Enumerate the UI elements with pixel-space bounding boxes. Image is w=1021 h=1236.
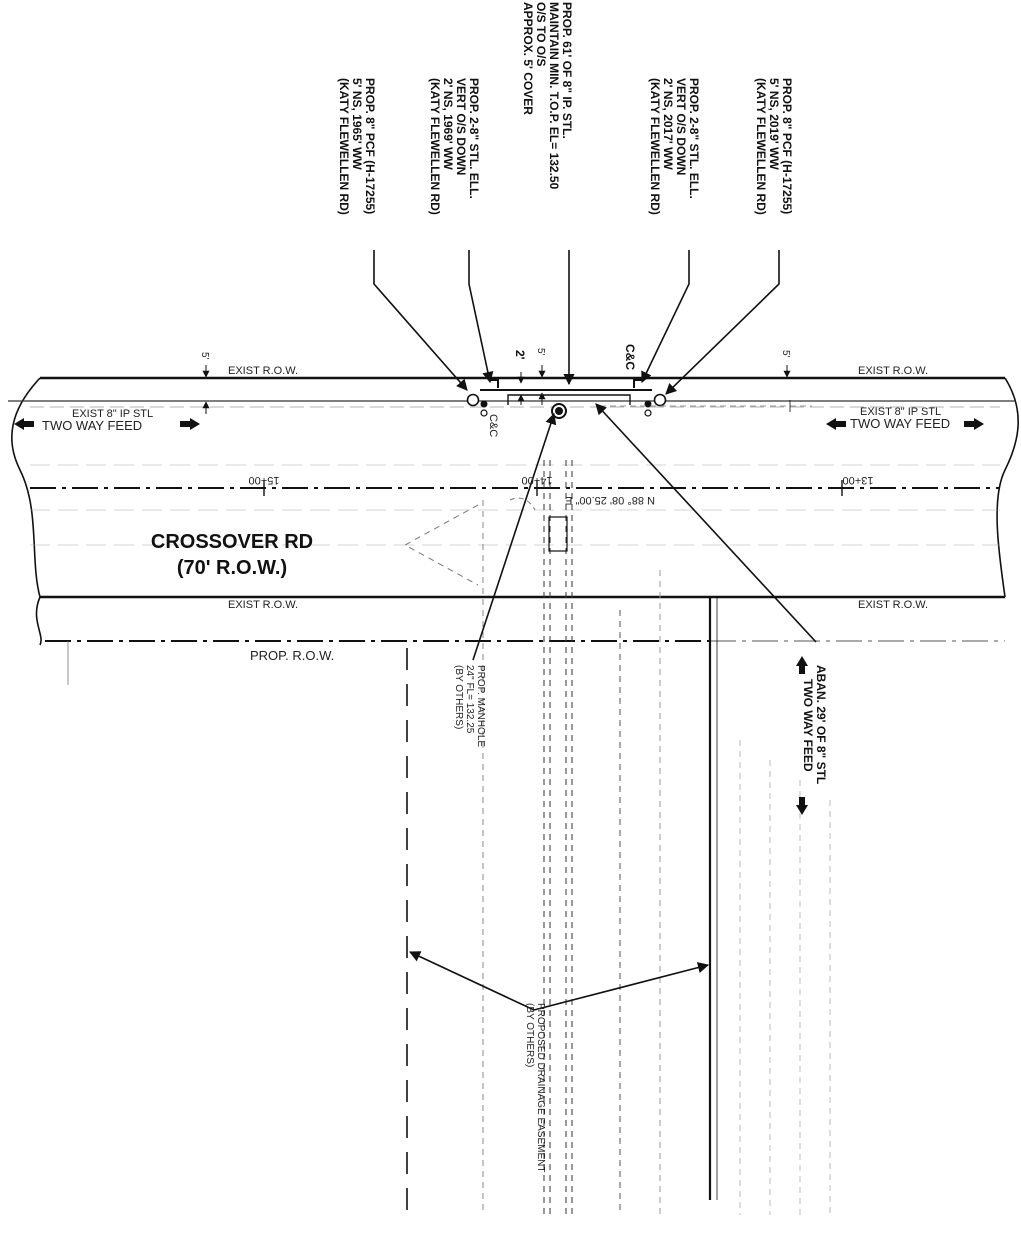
svg-text:(BY OTHERS): (BY OTHERS)	[524, 1003, 535, 1067]
exist-pipe-label-right: EXIST 8" IP STL	[860, 406, 941, 418]
callout-aban: ABAN. 29' OF 8" STL TWO WAY FEED	[801, 665, 828, 784]
leader-lines	[373, 250, 817, 1011]
station-13: 13+00	[843, 474, 874, 486]
valve-left	[480, 400, 488, 408]
arrow-up-icon	[796, 656, 808, 674]
svg-text:(BY OTHERS): (BY OTHERS)	[453, 665, 464, 729]
road-name: CROSSOVER RD	[151, 531, 313, 553]
exist-pipe-label-left: EXIST 8" IP STL	[72, 408, 153, 420]
svg-text:PROP. MANHOLE: PROP. MANHOLE	[475, 665, 486, 747]
svg-text:PROP. 8" PCF (H-17255): PROP. 8" PCF (H-17255)	[363, 78, 377, 214]
callout-ell-right: PROP. 2-8" STL. ELL. VERT O/S DOWN 2' NS…	[648, 78, 701, 215]
svg-text:TWO WAY FEED: TWO WAY FEED	[801, 679, 815, 772]
svg-text:2' NS, 2017' WW: 2' NS, 2017' WW	[661, 78, 675, 170]
break-line-left	[11, 377, 42, 646]
arrow-left-icon	[826, 418, 846, 430]
prop-row-label: PROP. R.O.W.	[250, 648, 334, 663]
cc-label-bottom: C&C	[487, 414, 499, 437]
svg-text:VERT O/S DOWN: VERT O/S DOWN	[674, 78, 688, 175]
dimension-ticks	[202, 365, 791, 414]
arrow-down-icon	[796, 797, 808, 815]
proposed-pipe	[466, 379, 812, 419]
svg-text:5' NS, 1965' WW: 5' NS, 1965' WW	[350, 78, 364, 170]
callout-manhole: PROP. MANHOLE 24" FL= 132.25 (BY OTHERS)	[453, 665, 486, 747]
exist-row-label-sw: EXIST R.O.W.	[228, 599, 298, 611]
pcf-fitting-left	[466, 393, 480, 407]
dim-5-right: 5'	[780, 350, 791, 358]
proposed-row	[45, 597, 1005, 1210]
arrow-left-icon	[14, 418, 34, 430]
svg-text:MAINTAIN MIN. T.O.P. EL= 132.5: MAINTAIN MIN. T.O.P. EL= 132.50	[547, 2, 561, 190]
svg-text:APPROX. 5' COVER: APPROX. 5' COVER	[521, 2, 535, 115]
svg-text:(KATY FLEWELLEN RD): (KATY FLEWELLEN RD)	[428, 78, 442, 215]
svg-text:ABAN. 29' OF 8" STL: ABAN. 29' OF 8" STL	[814, 665, 828, 784]
svg-text:24" FL= 132.25: 24" FL= 132.25	[464, 665, 475, 734]
callout-pcf-left: PROP. 8" PCF (H-17255) 5' NS, 1965' WW (…	[337, 78, 377, 215]
drainage-channel	[403, 460, 831, 1215]
svg-text:PROP. 61' OF 8" IP. STL.: PROP. 61' OF 8" IP. STL.	[560, 2, 574, 139]
svg-text:PROP. 2-8" STL. ELL.: PROP. 2-8" STL. ELL.	[687, 78, 701, 199]
svg-text:(KATY FLEWELLEN RD): (KATY FLEWELLEN RD)	[648, 78, 662, 215]
svg-text:(KATY FLEWELLEN RD): (KATY FLEWELLEN RD)	[337, 78, 351, 215]
bearing-label: N 88° 08' 25.00" E	[565, 494, 655, 506]
valve-right	[644, 400, 652, 408]
dim-5-left: 5'	[199, 352, 210, 360]
callout-ell-left: PROP. 2-8" STL. ELL. VERT O/S DOWN 2' NS…	[428, 78, 481, 215]
dim-2: 2'	[513, 350, 527, 360]
svg-text:2' NS, 1969' WW: 2' NS, 1969' WW	[441, 78, 455, 170]
svg-text:VERT O/S DOWN: VERT O/S DOWN	[454, 78, 468, 175]
exist-row-label-nw: EXIST R.O.W.	[228, 365, 298, 377]
aban-feed-arrows	[796, 656, 808, 815]
exist-row-label-se: EXIST R.O.W.	[858, 599, 928, 611]
arrow-right-icon	[180, 418, 200, 430]
two-way-feed-label-right: TWO WAY FEED	[850, 416, 950, 431]
callout-pcf-right: PROP. 8" PCF (H-17255) 5' NS, 2019' WW (…	[754, 78, 794, 215]
svg-text:PROPOSED DRAINAGE EASEMENT: PROPOSED DRAINAGE EASEMENT	[535, 1003, 546, 1172]
dim-5-center: 5'	[535, 348, 546, 356]
exist-row-label-ne: EXIST R.O.W.	[858, 365, 928, 377]
svg-text:(KATY FLEWELLEN RD): (KATY FLEWELLEN RD)	[754, 78, 768, 215]
two-way-feed-label-left: TWO WAY FEED	[42, 418, 142, 433]
two-way-feed-left	[14, 418, 200, 430]
pcf-fitting-right	[653, 393, 667, 407]
cc-label-top: C&C	[623, 344, 637, 370]
svg-text:O/S TO O/S: O/S TO O/S	[534, 2, 548, 66]
arrow-right-icon	[964, 418, 984, 430]
station-ticks	[263, 480, 843, 496]
callout-easement: PROPOSED DRAINAGE EASEMENT (BY OTHERS)	[524, 1003, 546, 1172]
svg-text:PROP. 2-8" STL. ELL.: PROP. 2-8" STL. ELL.	[467, 78, 481, 199]
two-way-feed-right	[826, 418, 984, 430]
station-15: 15+00	[249, 474, 280, 486]
svg-text:5' NS, 2019' WW: 5' NS, 2019' WW	[767, 78, 781, 170]
road-row-width: (70' R.O.W.)	[177, 557, 287, 579]
svg-text:PROP. 8" PCF (H-17255): PROP. 8" PCF (H-17255)	[780, 78, 794, 214]
break-line-right	[996, 377, 1019, 598]
station-14: 14+00	[522, 474, 553, 486]
callout-main-pipe: PROP. 61' OF 8" IP. STL. MAINTAIN MIN. T…	[521, 2, 574, 190]
